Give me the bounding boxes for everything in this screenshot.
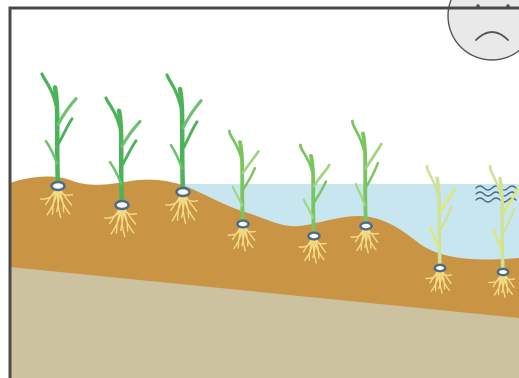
plant-crown-node — [52, 182, 65, 190]
plant-crown-node — [116, 201, 129, 209]
plant-crown-node — [308, 233, 319, 240]
plant-crown-node — [360, 223, 371, 230]
plant-crown-node — [177, 188, 190, 196]
plant-crown-node — [237, 221, 248, 228]
plant-crown-node — [498, 269, 508, 275]
plant-crown-node — [435, 265, 445, 271]
